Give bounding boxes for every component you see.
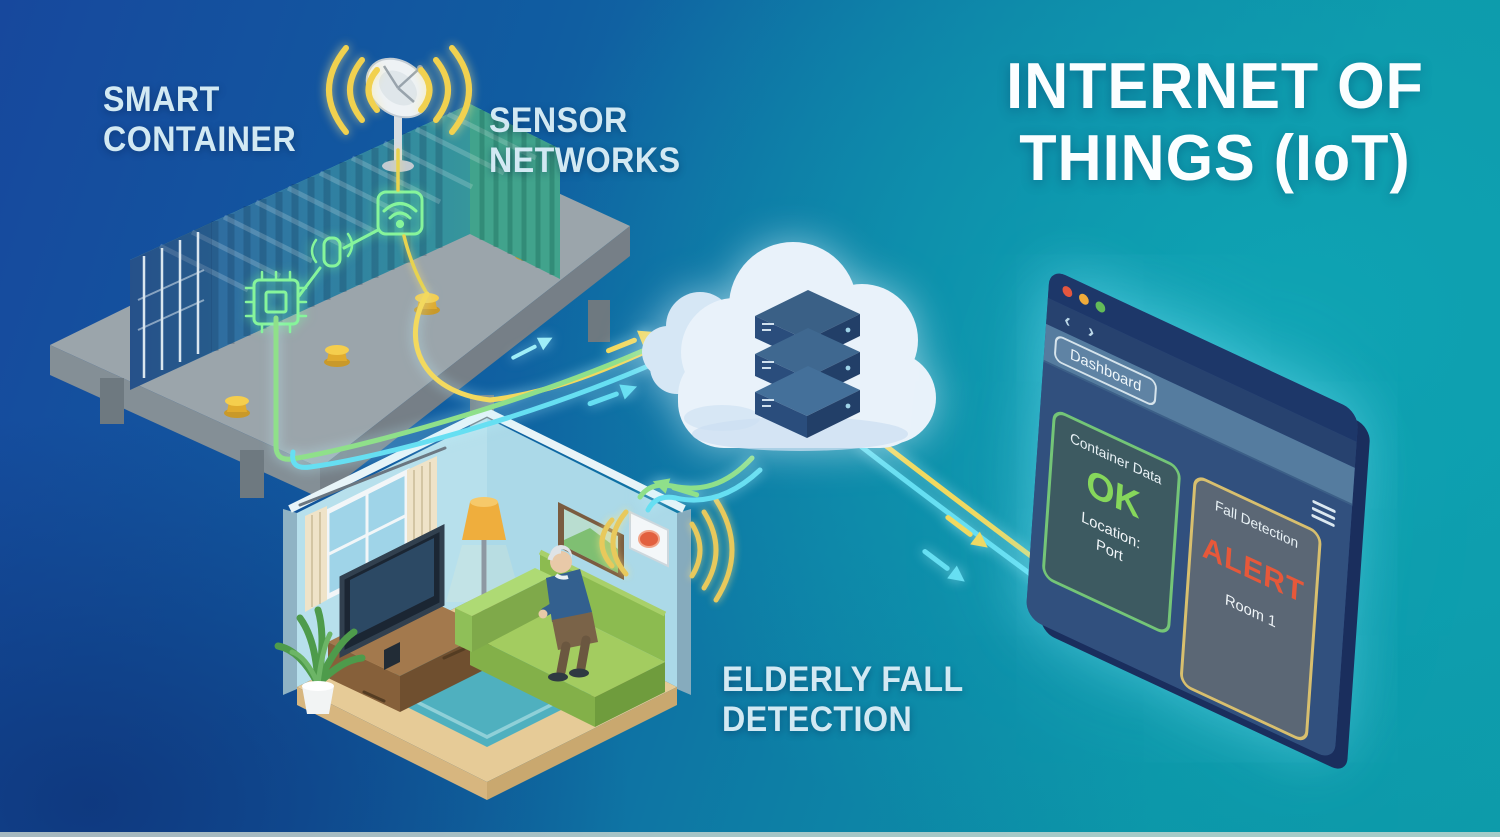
- label-elderly-fall-detection: ELDERLY FALL DETECTION: [722, 660, 964, 739]
- satellite-dish-icon: [365, 57, 431, 172]
- wifi-icon: [376, 190, 424, 236]
- living-room-scene: [274, 408, 735, 800]
- label-sensor-networks: SENSOR NETWORKS: [489, 101, 681, 180]
- forward-icon[interactable]: ›: [1087, 319, 1095, 344]
- label-smart-container: SMART CONTAINER: [103, 80, 297, 159]
- container-sensors: [244, 190, 424, 334]
- shipping-container: [130, 104, 560, 390]
- window-close-icon[interactable]: [1062, 284, 1073, 299]
- back-icon[interactable]: ‹: [1063, 308, 1072, 333]
- page-title: INTERNET OF THINGS (IoT): [999, 50, 1431, 193]
- page-title-line1: INTERNET OF: [1006, 49, 1424, 122]
- page-title-line2: THINGS (IoT): [1019, 120, 1411, 194]
- sensor-arcs-icon: [599, 497, 735, 603]
- window-zoom-icon[interactable]: [1095, 299, 1106, 315]
- tv-icon: [339, 523, 445, 670]
- sensor-link: [342, 228, 380, 250]
- elderly-person-icon: [538, 545, 598, 682]
- cloud-icon: [642, 242, 936, 451]
- bottom-edge-strip: [0, 832, 1500, 837]
- yellow-connector: [396, 148, 428, 294]
- fall-sensor-icon: [629, 510, 669, 568]
- server-stack-icon: [755, 290, 860, 438]
- container-data-card[interactable]: Container Data OK Location: Port: [1041, 407, 1182, 637]
- sensor-link: [297, 266, 322, 298]
- signal-arcs-icon: [326, 45, 472, 135]
- menu-hamburger-icon[interactable]: [1311, 499, 1336, 528]
- flow-arrow-icon: [511, 330, 988, 582]
- smart-container-scene: [50, 45, 630, 498]
- flow-cloud-room-cyan: [645, 467, 763, 513]
- window-minimize-icon[interactable]: [1078, 292, 1090, 307]
- plant-icon: [274, 606, 366, 714]
